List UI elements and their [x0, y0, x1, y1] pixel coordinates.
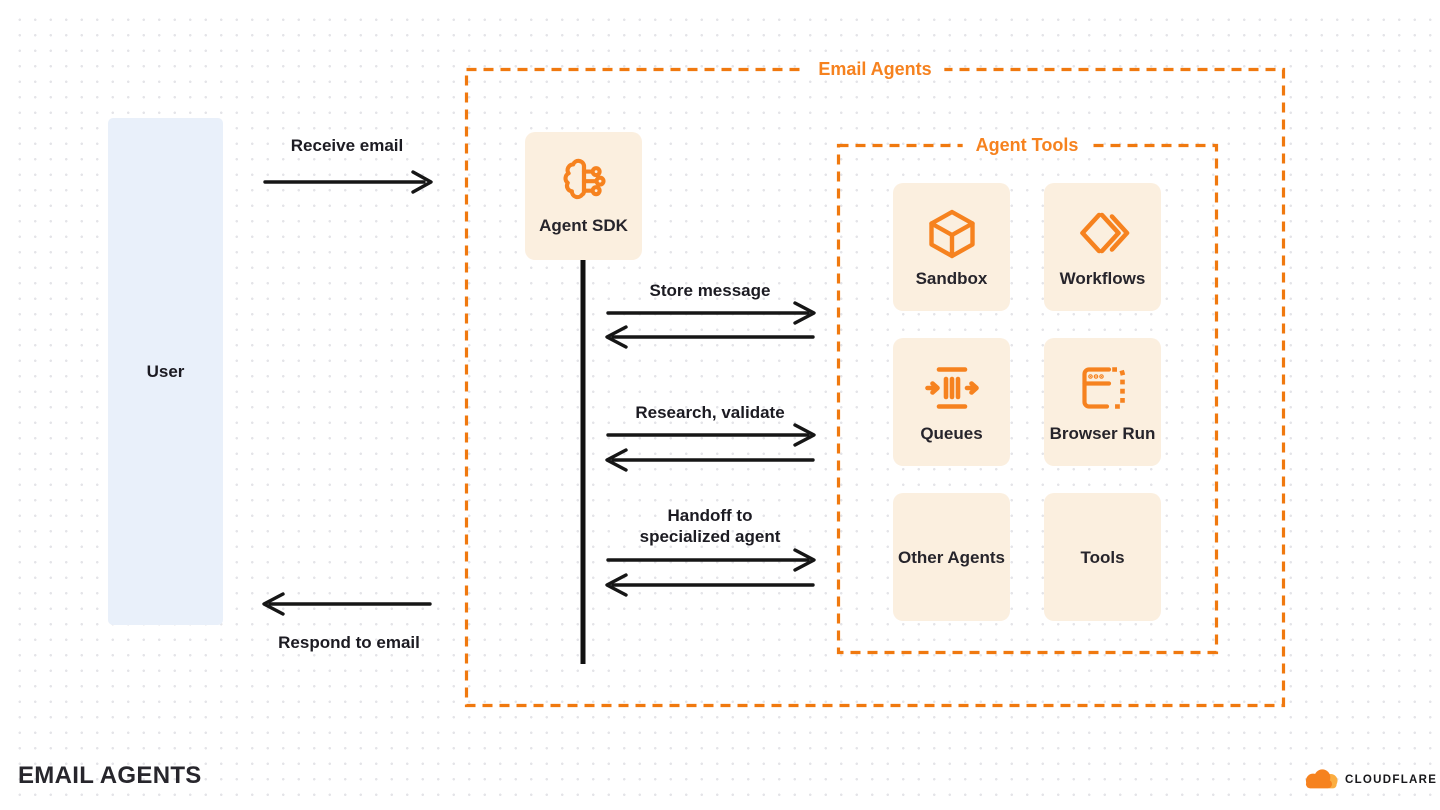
- email-agents-box-title: Email Agents: [805, 58, 945, 80]
- agent-tools-box-title: Agent Tools: [962, 134, 1092, 156]
- receive-email-label: Receive email: [290, 136, 404, 155]
- handoff-label-line1: Handoff to: [667, 506, 753, 525]
- agent-tools-grid: Sandbox Workflows Queues Browser Run: [893, 183, 1161, 621]
- user-node: User: [108, 118, 223, 625]
- store-message-arrow-forward: [606, 301, 816, 325]
- research-validate-arrow-return: [605, 448, 815, 472]
- store-message-label: Store message: [649, 281, 771, 300]
- tool-label: Queues: [920, 424, 983, 443]
- sandbox-cube-icon: [928, 209, 975, 259]
- queues-icon: [924, 367, 979, 409]
- tool-label: Other Agents: [897, 547, 1006, 567]
- workflows-diamond-icon: [1079, 212, 1129, 254]
- tool-label: Workflows: [1059, 269, 1146, 288]
- handoff-arrow-return: [605, 573, 815, 597]
- research-validate-arrow-forward: [606, 423, 816, 447]
- handoff-label-line2: specialized agent: [639, 527, 781, 546]
- agent-sdk-node: Agent SDK: [525, 132, 642, 260]
- tool-tile-workflows: Workflows: [1044, 183, 1161, 311]
- page-title: EMAIL AGENTS: [18, 762, 202, 789]
- cloudflare-wordmark: CLOUDFLARE: [1345, 773, 1438, 786]
- agent-sdk-label: Agent SDK: [539, 216, 628, 235]
- handoff-label: Handoff to specialized agent: [600, 505, 820, 547]
- tool-label: Tools: [1080, 547, 1125, 567]
- user-node-label: User: [146, 361, 185, 381]
- cloudflare-cloud-icon: [1305, 769, 1338, 789]
- browser-window-icon: [1081, 367, 1125, 409]
- cloudflare-logo: CLOUDFLARE: [1303, 768, 1437, 791]
- handoff-arrow-forward: [606, 548, 816, 572]
- tool-label: Browser Run: [1049, 424, 1156, 443]
- receive-email-arrow: [263, 170, 433, 194]
- tool-tile-queues: Queues: [893, 338, 1010, 466]
- dot-grid-background: [8, 8, 1432, 798]
- tool-label: Sandbox: [915, 269, 988, 288]
- respond-to-email-arrow: [262, 592, 432, 616]
- store-message-arrow-return: [605, 325, 815, 349]
- tool-tile-other-agents: Other Agents: [893, 493, 1010, 621]
- tool-tile-tools: Tools: [1044, 493, 1161, 621]
- brain-circuit-icon: [562, 158, 606, 200]
- tool-tile-browser-run: Browser Run: [1044, 338, 1161, 466]
- research-validate-label: Research, validate: [635, 403, 785, 422]
- tool-tile-sandbox: Sandbox: [893, 183, 1010, 311]
- respond-to-email-label: Respond to email: [278, 633, 420, 652]
